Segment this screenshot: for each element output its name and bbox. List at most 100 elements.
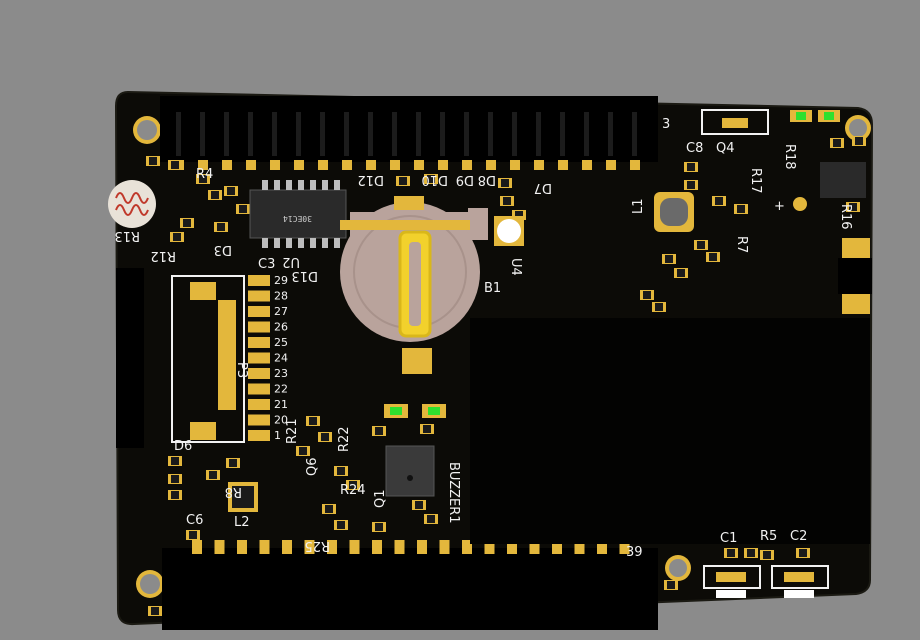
label-r8: R8 (225, 484, 242, 499)
header-pad (597, 540, 607, 554)
ic-marking: 30EC14 (283, 214, 312, 223)
header-pad (484, 540, 495, 554)
smd-body (715, 197, 723, 205)
header-pin (512, 112, 517, 156)
header-pad (259, 540, 270, 554)
header-pin (560, 112, 565, 156)
label-d8: D8 (478, 172, 496, 187)
smd-body (855, 137, 863, 145)
header-pin (224, 112, 229, 156)
label-pin39: 39 (626, 545, 643, 560)
ldr-sensor[interactable] (108, 180, 156, 228)
smd-body (299, 447, 307, 455)
label-r16: R16 (838, 204, 853, 230)
smd-body (709, 253, 717, 261)
pad (248, 430, 270, 441)
bottom-pin-header[interactable] (162, 540, 658, 630)
header-pad (582, 160, 592, 170)
top-pin-header[interactable] (160, 96, 658, 170)
pin-number-label: 27 (274, 305, 288, 318)
label-c2: C2 (790, 529, 807, 544)
label-r12: R12 (150, 248, 176, 263)
label-d13: D13 (291, 268, 318, 283)
label-b1: B1 (484, 281, 501, 296)
switch-bottom-2[interactable] (771, 565, 829, 598)
label-r4: R4 (196, 167, 213, 182)
header-pad (462, 160, 472, 170)
header-pin (416, 112, 421, 156)
header-pin (632, 112, 637, 156)
smd-body (415, 501, 423, 509)
mounting-hole-top-left (133, 116, 161, 144)
header-pad (246, 160, 256, 170)
header-pin (488, 112, 493, 156)
regulator-right[interactable] (820, 162, 866, 198)
smd-body (171, 475, 179, 483)
smd-body (727, 549, 735, 557)
pin-number-label: 28 (274, 290, 288, 303)
smd-body (173, 233, 181, 241)
connector-right-edge[interactable] (838, 238, 872, 314)
label-p3: P3 (234, 362, 249, 378)
smd-body (501, 179, 509, 187)
smd-body (337, 467, 345, 475)
header-pad (282, 540, 292, 554)
inductor-l2[interactable] (228, 482, 258, 512)
smd-body (189, 531, 197, 539)
pad (248, 337, 270, 348)
pad (248, 368, 270, 379)
header-pad (417, 540, 427, 554)
header-pad (619, 540, 630, 554)
header-pad (574, 540, 585, 554)
smd-body (183, 219, 191, 227)
smd-body (747, 549, 755, 557)
switch-top[interactable] (701, 109, 769, 135)
header-pin (272, 112, 277, 156)
ic-pin (310, 180, 316, 190)
header-pad (507, 540, 517, 554)
smd-body (151, 607, 159, 615)
smd-body (667, 581, 675, 589)
switch-bottom-1[interactable] (703, 565, 761, 598)
mounting-hole-bottom-left (136, 570, 164, 598)
label-d12: D12 (357, 172, 384, 187)
smd-body (171, 491, 179, 499)
smd-body (321, 433, 329, 441)
pad (248, 290, 270, 302)
battery-holder-b1[interactable] (340, 196, 488, 374)
header-pin (296, 112, 301, 156)
header-pad (462, 540, 472, 554)
buzzer1[interactable] (385, 445, 435, 497)
header-pad (438, 160, 448, 170)
ic-pin (274, 180, 280, 190)
header-pin (536, 112, 541, 156)
ic-u2[interactable] (249, 180, 347, 248)
led-u4[interactable] (494, 216, 524, 246)
header-pad (534, 160, 544, 170)
smd-body (199, 175, 207, 183)
inductor-l1[interactable] (654, 192, 694, 232)
smd-body (687, 163, 695, 171)
header-pad (349, 540, 360, 554)
header-pin (248, 112, 253, 156)
led-green-top-right (790, 110, 840, 122)
fpc-connector-p3[interactable] (116, 268, 245, 448)
ic-pin (262, 238, 268, 248)
ic-pin (262, 180, 268, 190)
mounting-hole-bottom-right (665, 555, 691, 581)
smd-body (209, 471, 217, 479)
pad (248, 306, 270, 317)
smd-body (427, 515, 435, 523)
label-r21: R21 (285, 418, 300, 444)
header-pin (464, 112, 469, 156)
header-pad (414, 160, 424, 170)
smd-body (375, 523, 383, 531)
header-pin (608, 112, 613, 156)
header-pad (529, 540, 540, 554)
smd-body (643, 291, 651, 299)
label-d3: D3 (214, 242, 232, 257)
ic-pin (322, 238, 328, 248)
header-pin (368, 112, 373, 156)
header-pad (198, 160, 208, 170)
